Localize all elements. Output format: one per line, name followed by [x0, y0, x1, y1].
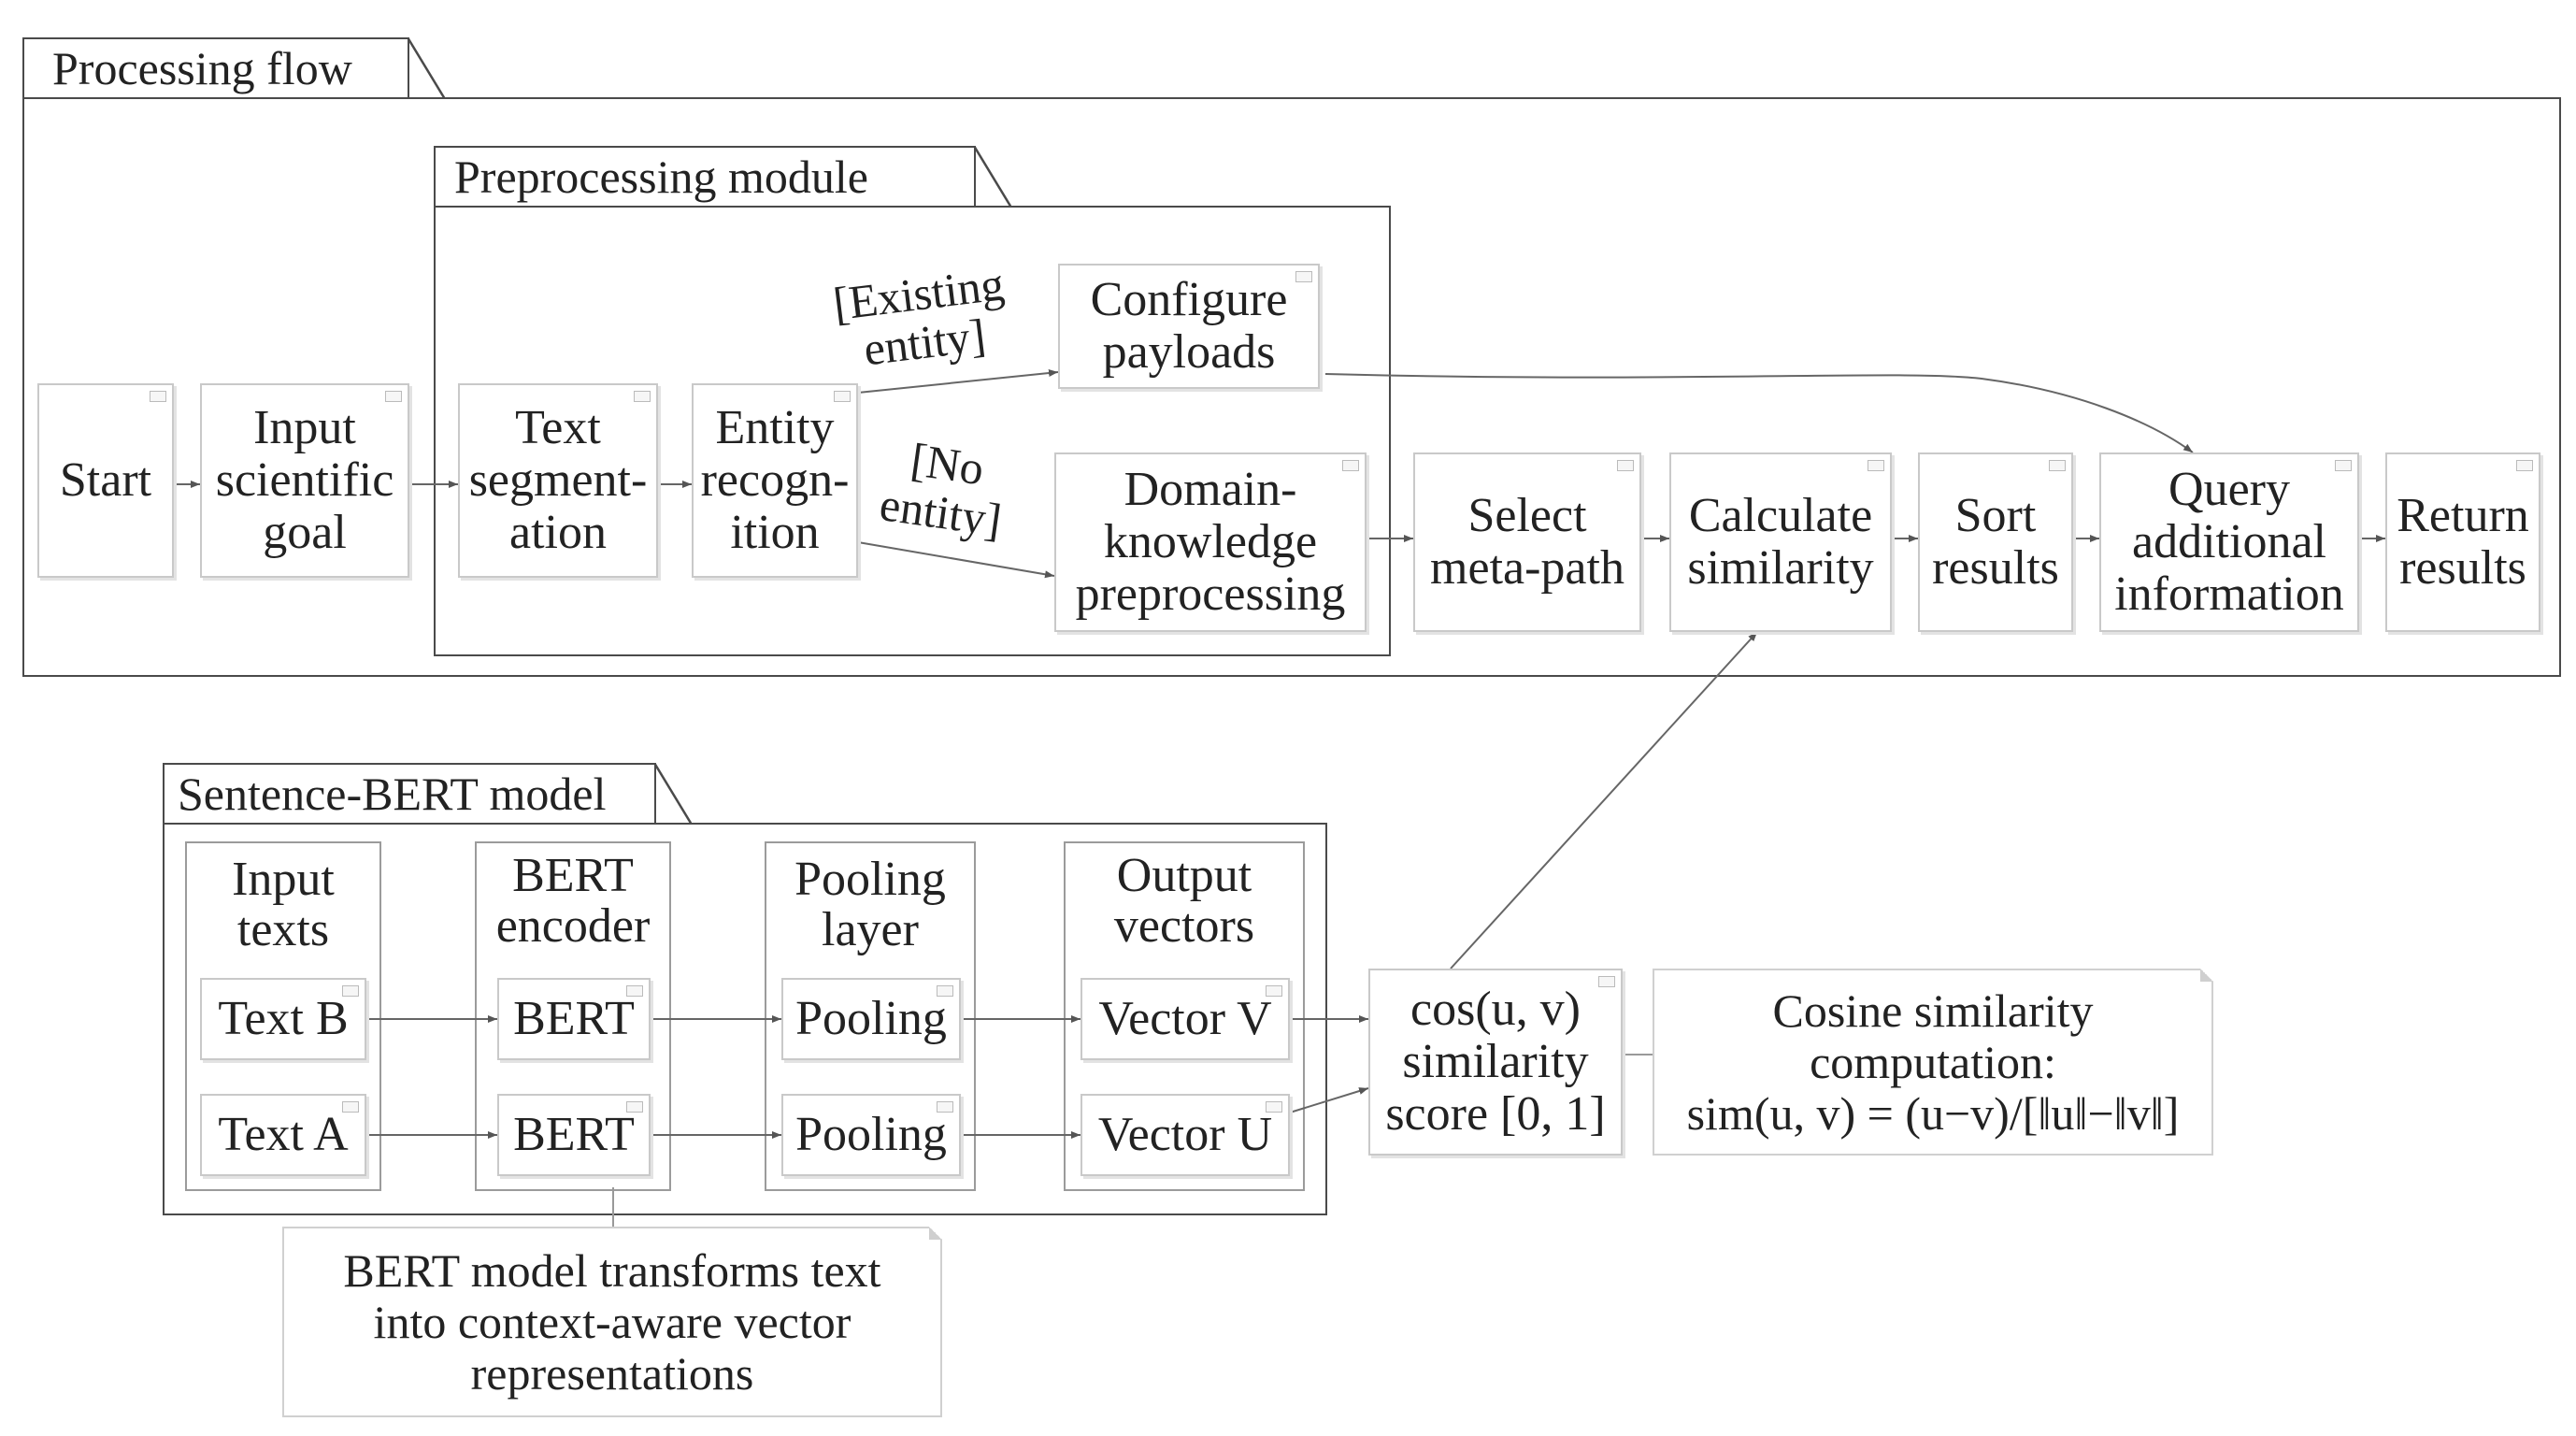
bert-encoder-column	[475, 841, 671, 1191]
edge-vector-u-to-score	[1289, 1087, 1369, 1113]
preprocessing-module-frame	[434, 206, 1391, 656]
domain-knowledge-preprocessing-node[interactable]: Domain- knowledge preprocessing	[1054, 452, 1367, 632]
processing-flow-frame	[22, 97, 2561, 677]
bert-bottom-node[interactable]: BERT	[497, 1094, 651, 1176]
similarity-score-node[interactable]: cos(u, v) similarity score [0, 1]	[1368, 969, 1623, 1156]
bert-model-note: BERT model transforms text into context-…	[282, 1227, 942, 1417]
preprocessing-module-title: Preprocessing module	[434, 146, 1011, 208]
score-line-2: similarity	[1402, 1035, 1589, 1088]
score-line-1: cos(u, v)	[1410, 983, 1581, 1036]
vector-u-node[interactable]: Vector U	[1080, 1094, 1290, 1176]
input-texts-heading: Input texts	[232, 853, 335, 956]
start-node[interactable]: Start	[37, 383, 174, 578]
select-meta-path-node[interactable]: Select meta-path	[1413, 452, 1641, 632]
cosine-similarity-note: Cosine similarity computation: sim(u, v)…	[1653, 969, 2213, 1156]
sentence-bert-title: Sentence-BERT model	[163, 763, 692, 825]
score-line-3: score [0, 1]	[1385, 1087, 1606, 1141]
processing-flow-title: Processing flow	[22, 37, 445, 99]
bert-top-node[interactable]: BERT	[497, 978, 651, 1060]
bert-encoder-heading: BERT encoder	[495, 849, 651, 953]
pooling-top-node[interactable]: Pooling	[781, 978, 961, 1060]
output-vectors-column	[1064, 841, 1305, 1191]
sort-results-node[interactable]: Sort results	[1918, 452, 2073, 632]
pooling-layer-heading: Pooling layer	[794, 853, 946, 956]
vector-v-node[interactable]: Vector V	[1080, 978, 1290, 1060]
text-b-node[interactable]: Text B	[200, 978, 366, 1060]
entity-recognition-node[interactable]: Entity recogn- ition	[692, 383, 858, 578]
calculate-similarity-node[interactable]: Calculate similarity	[1669, 452, 1892, 632]
input-texts-column	[185, 841, 381, 1191]
return-results-node[interactable]: Return results	[2385, 452, 2540, 632]
text-a-node[interactable]: Text A	[200, 1094, 366, 1176]
cosine-note-title: Cosine similarity computation:	[1772, 984, 2094, 1088]
edge-recognition-to-domain	[857, 541, 1055, 579]
output-vectors-heading: Output vectors	[1113, 849, 1255, 953]
pooling-layer-column	[765, 841, 976, 1191]
edge-configure-to-query	[1324, 373, 2194, 453]
configure-payloads-node[interactable]: Configure payloads	[1058, 264, 1320, 389]
query-additional-information-node[interactable]: Query additional information	[2099, 452, 2359, 632]
edge-recognition-to-configure	[857, 369, 1059, 394]
cosine-note-formula: sim(u, v) = (u−v)/[‖u‖−‖v‖]	[1686, 1086, 2180, 1140]
edge-score-to-calculate	[1450, 631, 1758, 969]
pooling-bottom-node[interactable]: Pooling	[781, 1094, 961, 1176]
input-scientific-goal-node[interactable]: Input scientific goal	[200, 383, 409, 578]
text-segmentation-node[interactable]: Text segment- ation	[458, 383, 658, 578]
